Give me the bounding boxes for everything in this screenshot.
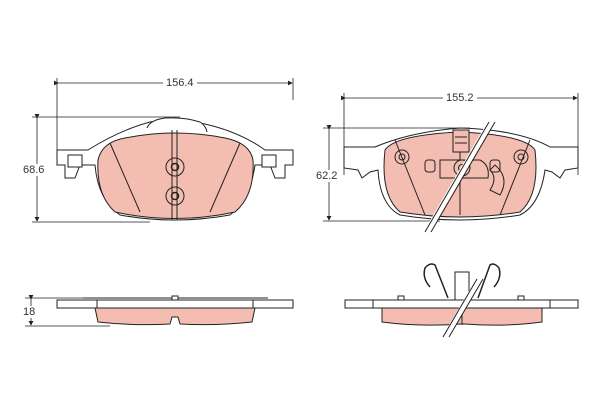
dimension-width-inner: 155.2 xyxy=(443,92,477,104)
dimension-height-inner: 62.2 xyxy=(313,170,341,182)
dimension-thickness: 18 xyxy=(20,306,39,318)
front-view-outer-pad xyxy=(32,78,294,223)
side-view-inner-pad xyxy=(344,263,579,338)
side-view-outer-pad xyxy=(25,295,294,327)
front-view-inner-pad xyxy=(323,93,579,233)
dimension-height-outer: 68.6 xyxy=(20,164,48,176)
dimension-width-outer: 156.4 xyxy=(163,77,197,89)
